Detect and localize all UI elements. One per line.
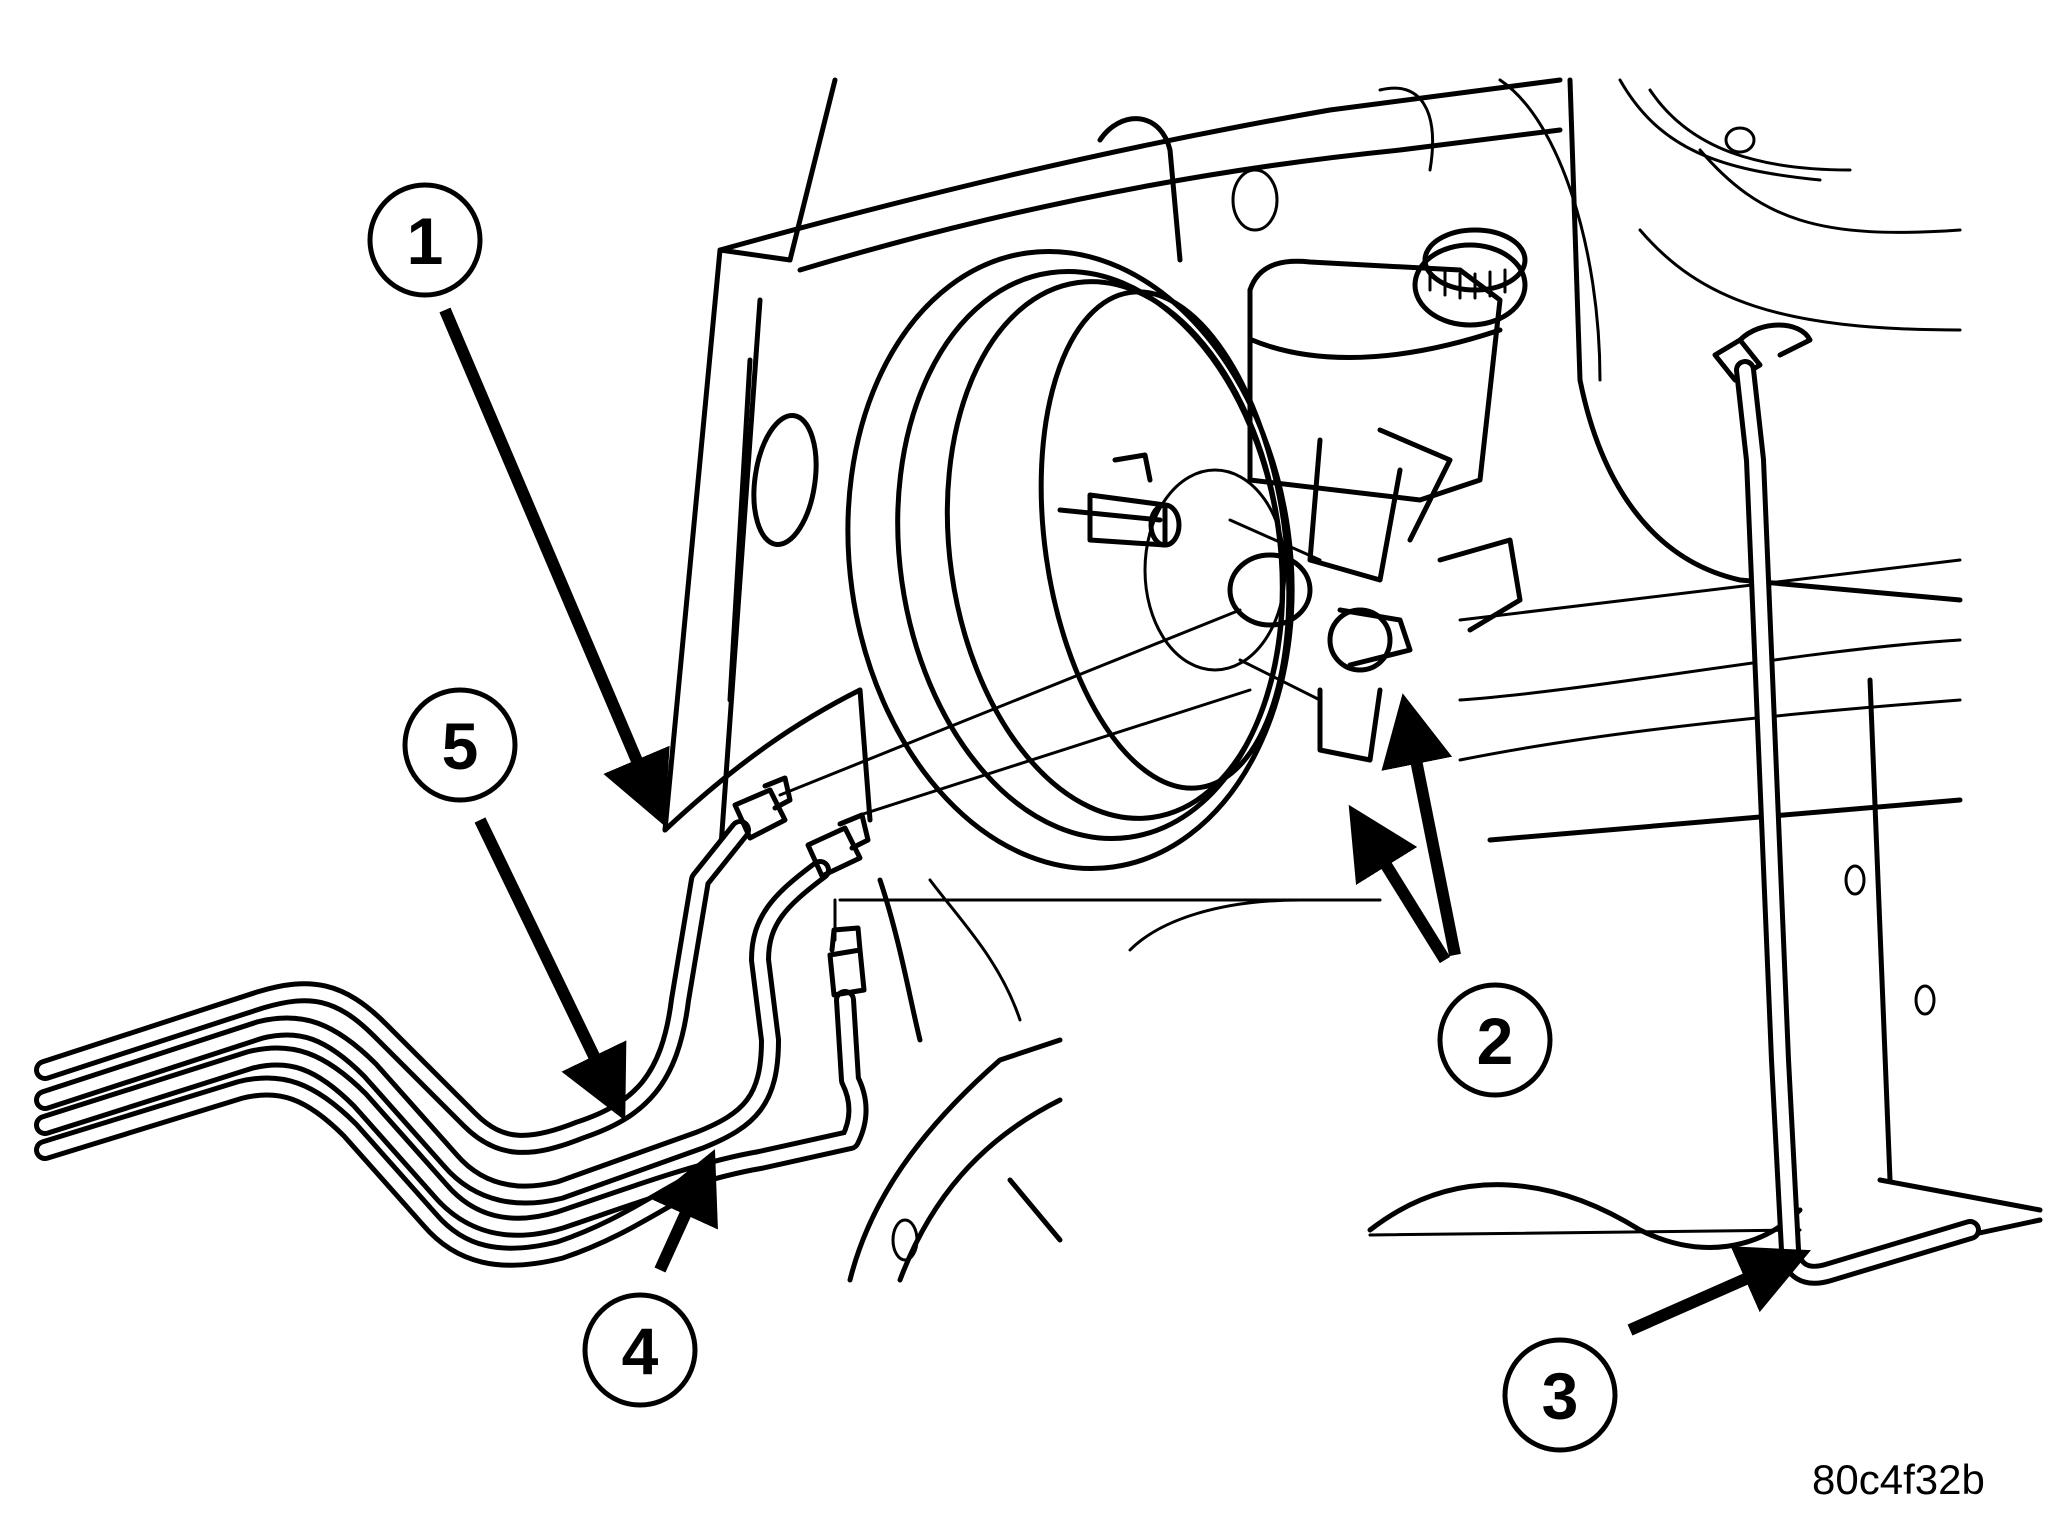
leader-3: [1627, 1246, 1811, 1336]
routing-guides: [778, 608, 1252, 942]
master-cylinder: [1227, 227, 1528, 763]
dash-panel: [662, 77, 1602, 863]
fitting-lower: [827, 925, 867, 998]
leader-arrows: [439, 307, 1811, 1336]
callout-1: 1: [367, 182, 483, 298]
leader-5: [474, 817, 627, 1121]
callout-3-label: 3: [1542, 1359, 1579, 1433]
leader-2a: [1381, 693, 1461, 957]
callout-3: 3: [1502, 1337, 1618, 1453]
brake-booster: [845, 248, 1295, 872]
booster-stud: [1057, 452, 1182, 548]
fitting-middle: [805, 812, 871, 879]
callout-2: 2: [1437, 982, 1553, 1098]
leader-2b: [1348, 804, 1451, 964]
callout-4: 4: [582, 1292, 698, 1408]
callout-1-label: 1: [407, 204, 444, 278]
callout-5-label: 5: [442, 709, 479, 783]
fender-structure: [1367, 77, 2043, 1283]
callout-4-label: 4: [622, 1314, 659, 1388]
tube-fittings: [732, 322, 1813, 998]
right-brake-line: [1734, 359, 1981, 1286]
frame-rail: [838, 877, 1382, 1283]
fitting-right-line: [1712, 322, 1813, 383]
figure-id: 80c4f32b: [1812, 1456, 1985, 1503]
callout-2-label: 2: [1477, 1004, 1514, 1078]
brake-line-bundle: [34, 819, 869, 1268]
leader-1: [439, 307, 670, 827]
callout-5: 5: [402, 687, 518, 803]
fitting-upper: [732, 775, 793, 841]
leader-4: [652, 1149, 718, 1273]
